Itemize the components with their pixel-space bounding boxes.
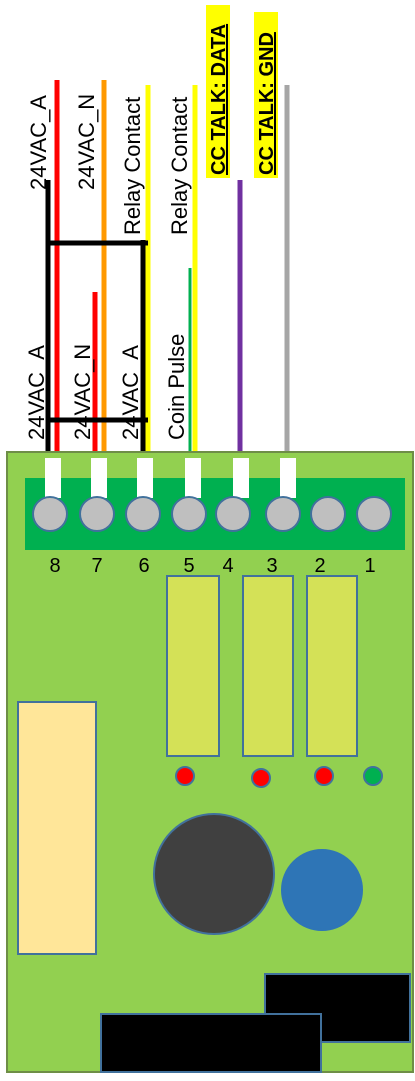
label-top-24vac-n: 24VAC_N: [74, 94, 99, 190]
label-bottom-24vac-a-2: 24VAC_A: [118, 345, 143, 440]
terminal-pin-6: [125, 496, 161, 532]
pin-number-1: 1: [364, 555, 375, 577]
pin-number-7: 7: [91, 555, 102, 577]
relays: [166, 575, 358, 757]
terminal-pin-7: [79, 496, 115, 532]
pin-number-8: 8: [49, 555, 60, 577]
connector-pin-6: [137, 458, 153, 498]
blue-round-component: [281, 849, 363, 931]
terminal-pin-1: [356, 496, 392, 532]
connector-pin-3: [280, 458, 296, 498]
wire-connectors: [45, 458, 296, 498]
terminal-pin-4: [215, 496, 251, 532]
relay-3: [306, 575, 358, 757]
connector-pin-8: [45, 458, 61, 498]
black-round-component: [153, 813, 275, 935]
black-ic-bottom: [100, 1013, 322, 1073]
label-bottom-coin-pulse: Coin Pulse: [164, 334, 189, 440]
label-top-relay-contact-2: Relay Contact: [167, 97, 192, 235]
label-highlight-gnd: [254, 12, 278, 178]
pin-number-3: 3: [266, 555, 277, 577]
terminal-pins: [32, 496, 392, 532]
leds: [175, 766, 383, 788]
pin-number-6: 6: [138, 555, 149, 577]
pin-number-4: 4: [222, 555, 233, 577]
wires: [45, 80, 290, 470]
pin-number-2: 2: [314, 555, 325, 577]
led-red-2: [251, 768, 271, 788]
connector-pin-4: [233, 458, 249, 498]
label-top-cctalk-data: CC TALK: DATA: [208, 24, 230, 175]
terminal-pin-3: [265, 496, 301, 532]
label-top-relay-contact-1: Relay Contact: [120, 97, 145, 235]
terminal-pin-2: [310, 496, 346, 532]
relay-2: [242, 575, 294, 757]
bottom-labels: 24VAC_A 24VAC_N 24VAC_A Coin Pulse: [24, 334, 189, 440]
label-top-24vac-a: 24VAC_A: [26, 95, 51, 190]
led-red-3: [314, 766, 334, 786]
relay-1: [166, 575, 220, 757]
terminal-pin-5: [171, 496, 207, 532]
pin-number-5: 5: [183, 555, 194, 577]
led-red-1: [175, 766, 195, 786]
connector-block: [17, 701, 97, 955]
terminal-pin-8: [32, 496, 68, 532]
connector-pin-7: [91, 458, 107, 498]
top-labels: 24VAC_A 24VAC_N Relay Contact Relay Cont…: [26, 5, 278, 235]
connector-pin-5: [185, 458, 201, 498]
label-bottom-24vac-a-1: 24VAC_A: [24, 345, 49, 440]
label-top-cctalk-gnd: CC TALK: GND: [256, 32, 278, 175]
label-bottom-24vac-n: 24VAC_N: [70, 344, 95, 440]
label-highlight-data: [206, 5, 230, 178]
led-green: [363, 766, 383, 786]
pin-numbers: 8 7 6 5 4 3 2 1: [49, 555, 375, 577]
